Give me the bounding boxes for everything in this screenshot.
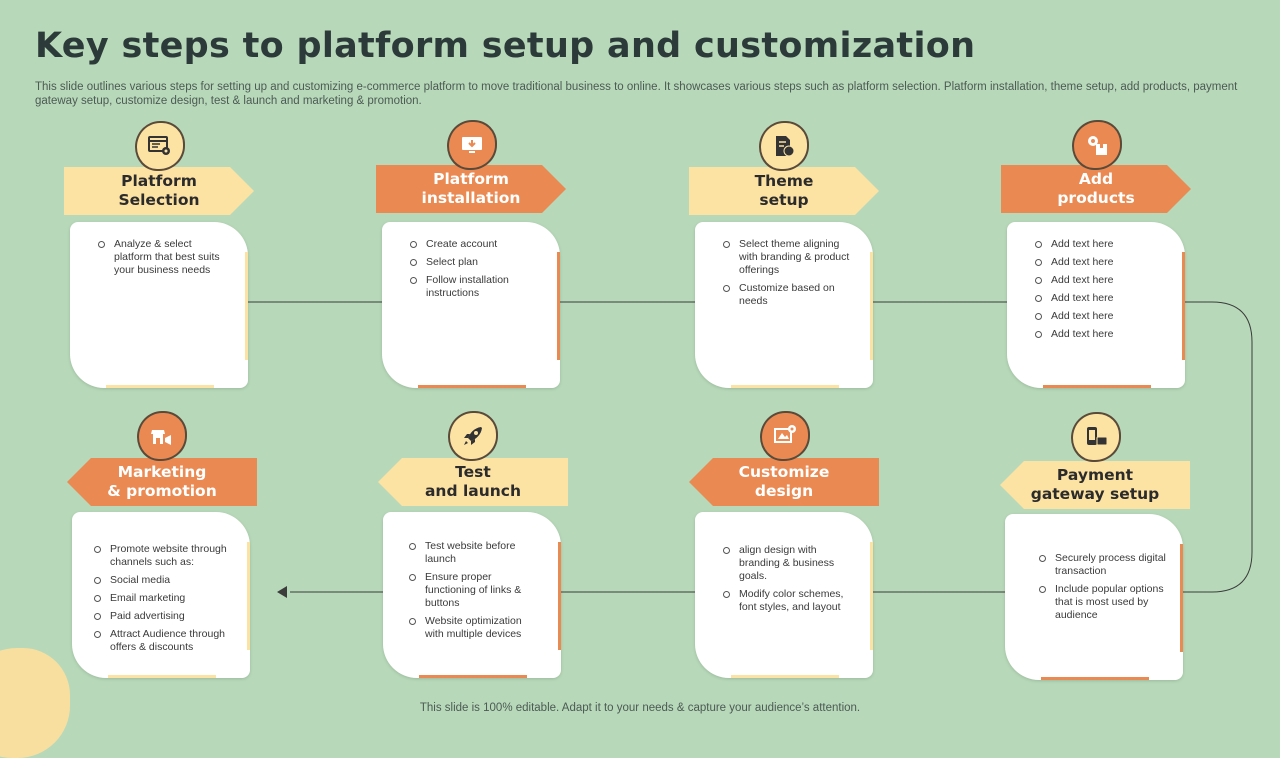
- rocket-icon: [448, 411, 498, 461]
- step-card-customize-design: align design with branding & business go…: [695, 512, 873, 678]
- list-item: Add text here: [1033, 310, 1168, 323]
- list-item: Test website before launch: [407, 540, 542, 566]
- mobile-payment-icon: [1071, 412, 1121, 462]
- step-card-add-products: Add text here Add text here Add text her…: [1007, 222, 1185, 388]
- list-item: Modify color schemes, font styles, and l…: [721, 588, 856, 614]
- list-item: Promote website through channels such as…: [92, 543, 234, 569]
- list-item: Add text here: [1033, 328, 1168, 341]
- store-megaphone-icon: [137, 411, 187, 461]
- monitor-download-icon: [447, 120, 497, 170]
- list-item: Analyze & select platform that best suit…: [96, 238, 231, 277]
- footer-note: This slide is 100% editable. Adapt it to…: [419, 702, 861, 714]
- list-item: Add text here: [1033, 292, 1168, 305]
- page-title: Key steps to platform setup and customiz…: [35, 26, 976, 66]
- list-item: Select theme aligning with branding & pr…: [721, 238, 851, 277]
- list-item: Attract Audience through offers & discou…: [92, 628, 234, 654]
- checklist-gear-icon: [135, 121, 185, 171]
- list-item: Create account: [408, 238, 543, 251]
- list-item: Select plan: [408, 256, 543, 269]
- step-label-marketing-promotion: Marketing& promotion: [67, 458, 257, 506]
- list-item: Customize based on needs: [721, 282, 851, 308]
- step-card-theme-setup: Select theme aligning with branding & pr…: [695, 222, 873, 388]
- list-item: Email marketing: [92, 592, 234, 605]
- box-gear-icon: [1072, 120, 1122, 170]
- list-item: Ensure proper functioning of links & but…: [407, 571, 542, 610]
- list-item: align design with branding & business go…: [721, 544, 856, 583]
- list-item: Follow installation instructions: [408, 274, 543, 300]
- step-card-payment-gateway: Securely process digital transaction Inc…: [1005, 514, 1183, 680]
- document-palette-icon: [759, 121, 809, 171]
- list-item: Add text here: [1033, 238, 1168, 251]
- list-item: Paid advertising: [92, 610, 234, 623]
- step-card-platform-selection: Analyze & select platform that best suit…: [70, 222, 248, 388]
- list-item: Social media: [92, 574, 234, 587]
- list-item: Securely process digital transaction: [1037, 552, 1167, 578]
- list-item: Include popular options that is most use…: [1037, 583, 1167, 622]
- list-item: Add text here: [1033, 274, 1168, 287]
- step-card-test-launch: Test website before launch Ensure proper…: [383, 512, 561, 678]
- list-item: Add text here: [1033, 256, 1168, 269]
- design-board-icon: [760, 411, 810, 461]
- list-item: Website optimization with multiple devic…: [407, 615, 542, 641]
- step-card-platform-installation: Create account Select plan Follow instal…: [382, 222, 560, 388]
- step-card-marketing-promotion: Promote website through channels such as…: [72, 512, 250, 678]
- page-subtitle: This slide outlines various steps for se…: [35, 81, 1238, 107]
